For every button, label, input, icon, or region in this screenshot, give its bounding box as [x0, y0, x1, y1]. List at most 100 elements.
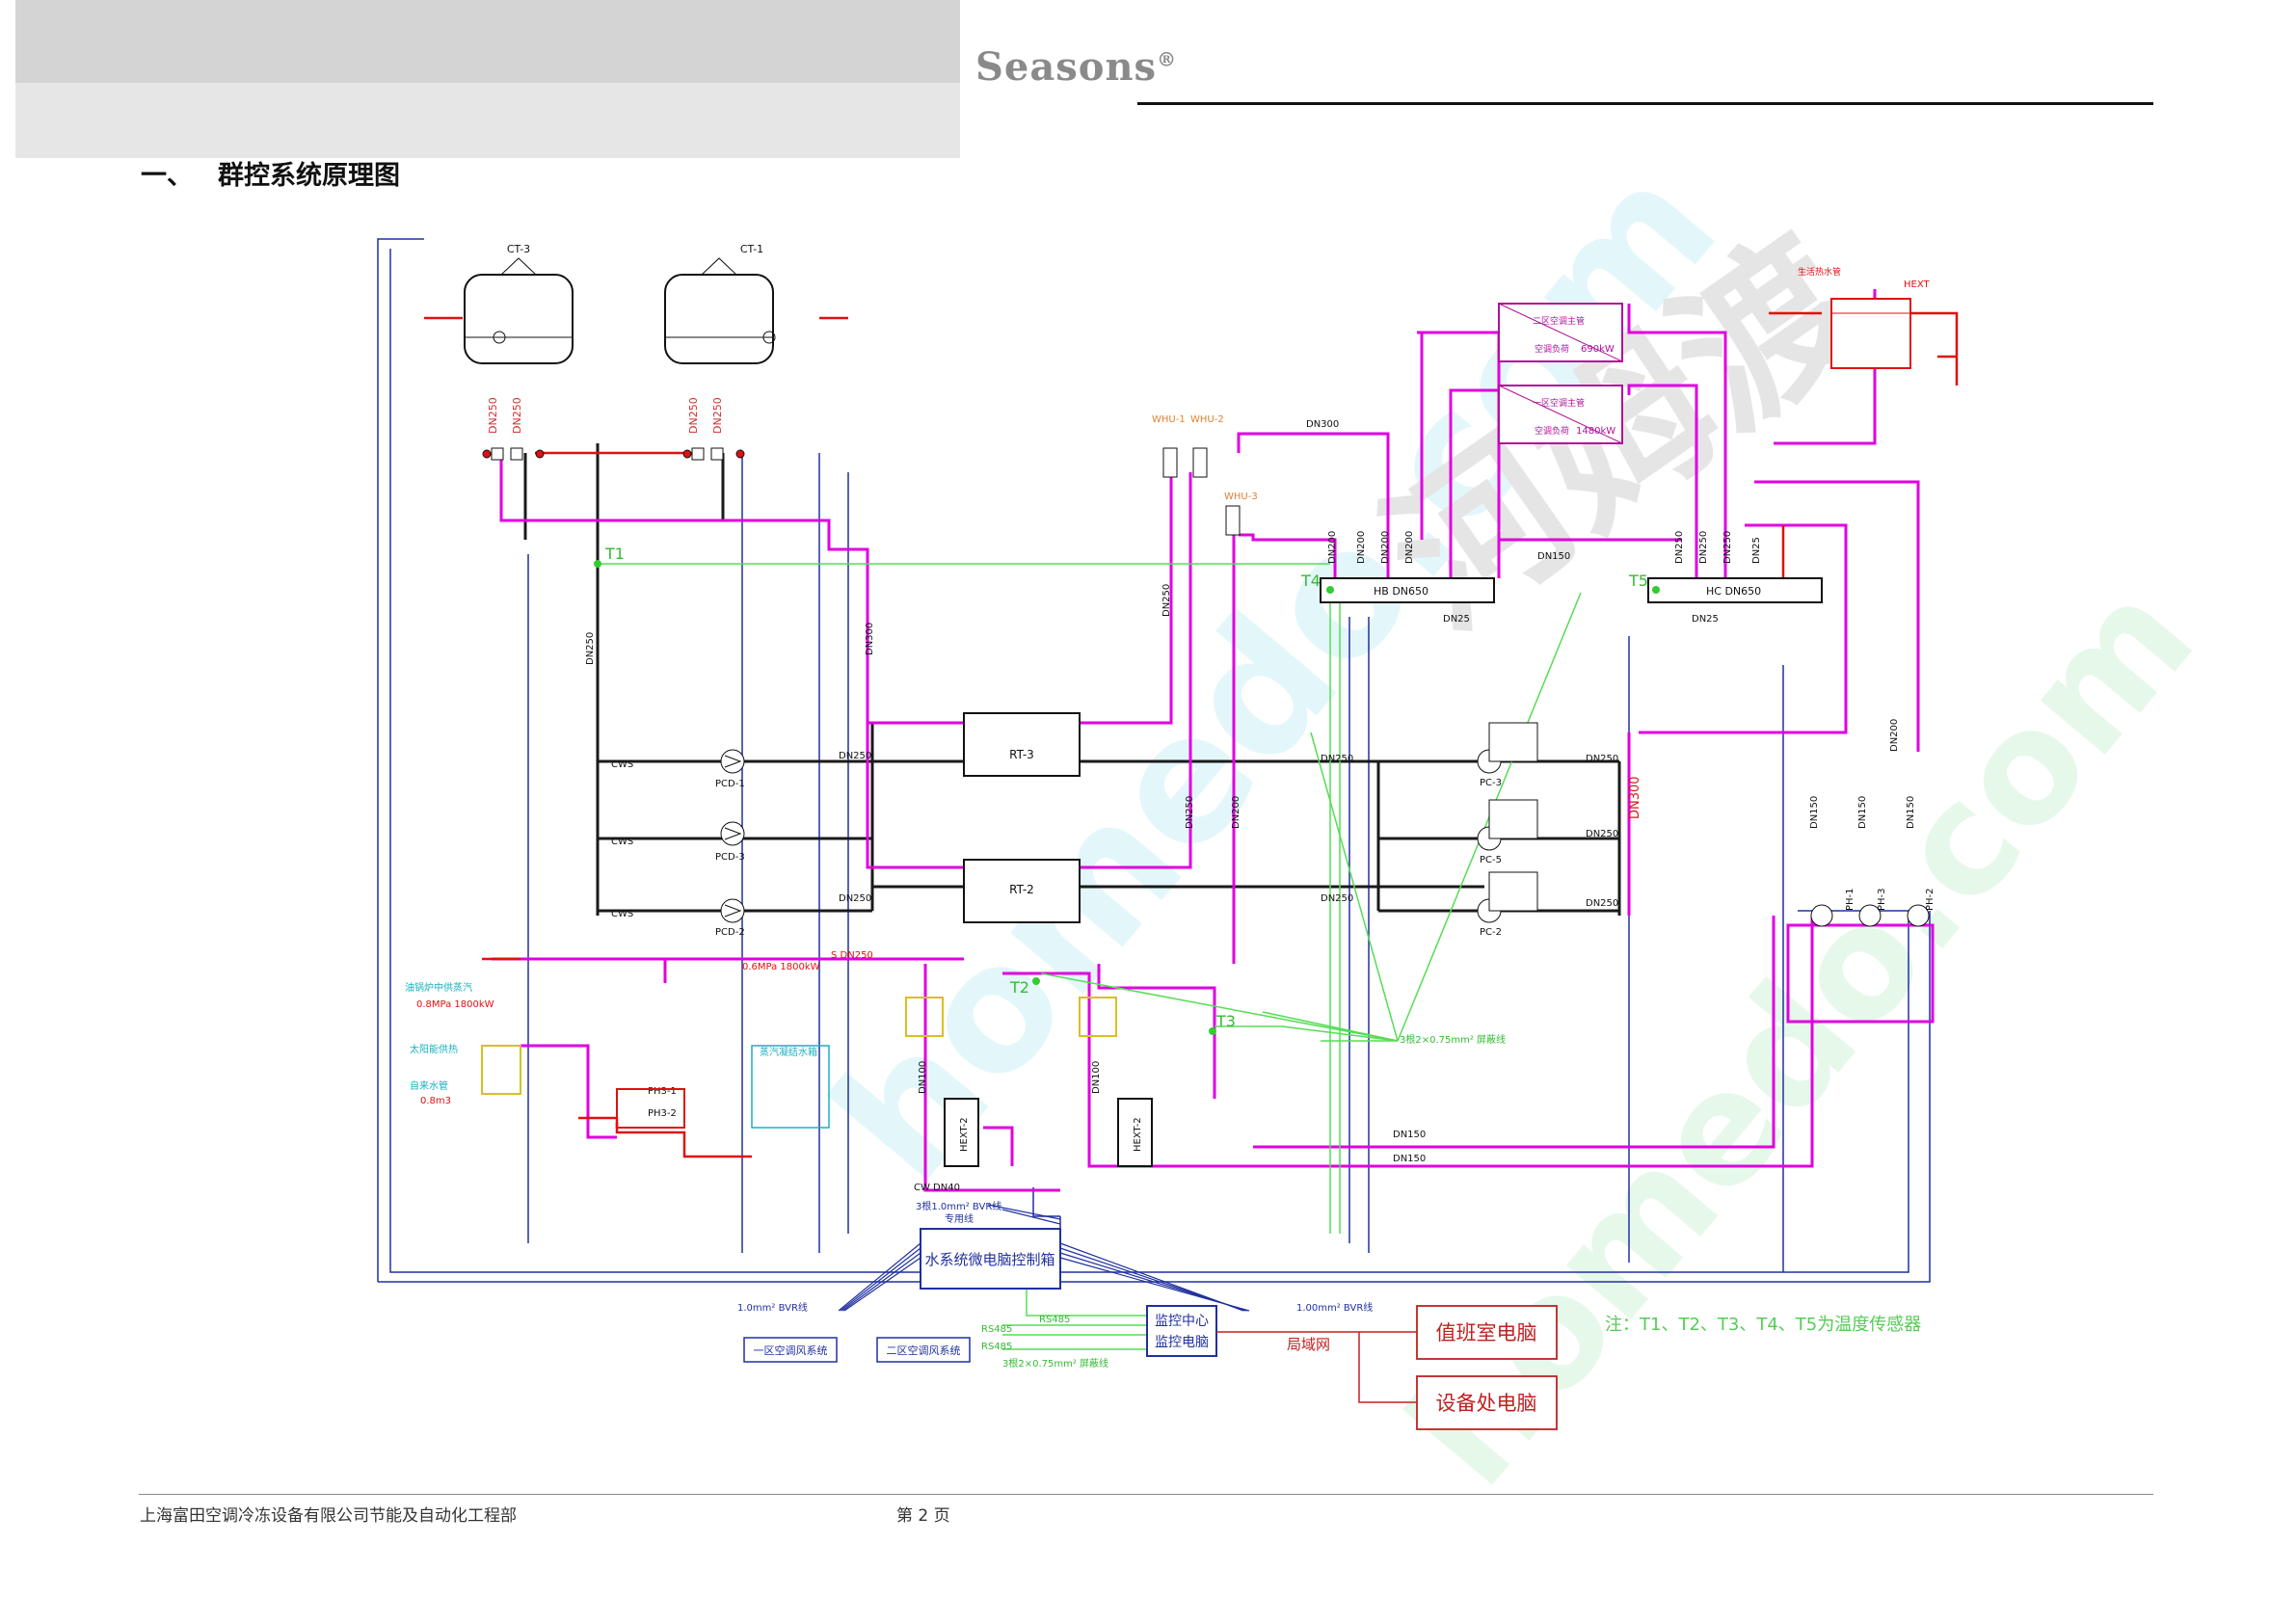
sensor-t5: T5	[1628, 572, 1648, 590]
hb-branch-1: DN200	[1327, 531, 1338, 564]
footer-rule	[139, 1494, 2153, 1495]
ahu1-note: 空调负荷	[1535, 425, 1569, 437]
sensor-cable-bottom: 3根2×0.75mm² 屏蔽线	[1002, 1357, 1108, 1370]
header-hc: HC DN650	[1647, 577, 1823, 603]
expansion-tank-label: 蒸汽凝结水箱	[760, 1046, 817, 1058]
whu1-label: WHU-1	[1152, 414, 1186, 425]
lan-wiring	[1216, 1331, 1417, 1403]
dn200-right: DN200	[1889, 719, 1900, 752]
hc-branch-2: DN250	[1698, 531, 1709, 564]
brand-logo: Seasons®	[975, 44, 1177, 90]
condenser-pumps	[720, 749, 745, 923]
watermark-site-2: homedo.com	[1374, 549, 2228, 1519]
pipe-size-labels: DN250 DN250 DN250 DN250 DN250 DN250 DN25…	[585, 584, 1642, 1193]
rs485-b: RS485	[981, 1324, 1012, 1335]
pipe-dn250-v: DN250	[585, 632, 596, 665]
pipe-dn100-b: DN100	[1091, 1061, 1102, 1094]
ahu2-load: 690kW	[1581, 344, 1615, 355]
hot-pipe-2: DN150	[1857, 796, 1868, 829]
cable-label: 专用线	[945, 1212, 974, 1225]
whu-units: WHU-1 WHU-2 WHU-3 DN300	[1152, 414, 1339, 502]
lan-label: 局域网	[1287, 1336, 1330, 1353]
steam-sources: 油锅炉中供蒸汽 0.8MPa 1800kW 0.6MPa 1800kW 太阳能供…	[405, 962, 820, 1119]
ph3-1: PH3-1	[648, 1086, 677, 1097]
watermark-site: homedo.com	[795, 128, 1755, 1217]
ph3-label: PH-3	[1877, 888, 1887, 911]
condenser-pump-labels: PCD-1 PCD-3 PCD-2 CWS CWS CWS	[611, 759, 745, 938]
whu2-label: WHU-2	[1190, 414, 1224, 425]
ph2-label: PH-2	[1925, 888, 1936, 911]
pipe-dn250-d: DN250	[1321, 893, 1353, 904]
steam-source: 油锅炉中供蒸汽	[405, 981, 472, 994]
whu3-label: WHU-3	[1224, 492, 1258, 502]
pipe-dn40: CW DN40	[914, 1183, 960, 1193]
dn25-hc: DN25	[1692, 614, 1719, 625]
section-title: 群控系统原理图	[218, 161, 400, 191]
hext-top-note: 生活热水管	[1798, 266, 1841, 278]
steam-source-spec: 0.8MPa 1800kW	[416, 999, 494, 1010]
sensor-t1: T1	[604, 545, 625, 563]
condenser-water-piping	[523, 443, 1621, 916]
pipe-dn250-f: DN250	[1586, 829, 1618, 839]
pipe-dn200-low: DN200	[1231, 796, 1241, 829]
pipe-dn100-a: DN100	[918, 1061, 928, 1094]
monitor-line1: 监控中心	[1155, 1314, 1209, 1329]
tower-valves	[482, 447, 745, 461]
control-wiring	[377, 238, 1931, 1283]
cable-left: 1.0mm² BVR线	[737, 1301, 808, 1314]
tower-pipe-1: DN250	[487, 397, 499, 434]
chilled-pump-labels: PC-3 PC-5 PC-2	[1480, 778, 1502, 938]
pcd2-label: PCD-2	[715, 927, 745, 938]
hext-top-label: HEXT	[1904, 279, 1931, 290]
chilled-water-piping	[492, 289, 1935, 1192]
chiller-rt2: RT-2	[963, 859, 1081, 923]
equip-pc: 设备处电脑	[1416, 1375, 1558, 1430]
ahu-system-1-label: 一区空调风系统	[754, 1344, 828, 1357]
control-panel: 水系统微电脑控制箱	[920, 1228, 1061, 1290]
temperature-sensors: T1 T2 T3 T4 T5	[594, 545, 1660, 1035]
pc5-label: PC-5	[1480, 855, 1502, 865]
pipe-dn250-b: DN250	[839, 893, 871, 904]
tower-pipe-labels: DN250 DN250 DN250 DN250	[487, 397, 724, 434]
tower-pipe-2: DN250	[511, 397, 523, 434]
header-branch-labels: DN200 DN200 DN200 DN200 DN250 DN250 DN25…	[1327, 531, 1900, 752]
pipe-dn250-mid: DN250	[1161, 584, 1172, 617]
hc-branch-4: DN25	[1751, 537, 1762, 564]
monitor-line2: 监控电脑	[1155, 1335, 1209, 1350]
pcd1-label: PCD-1	[715, 779, 745, 789]
ahu2-note: 空调负荷	[1535, 343, 1569, 355]
hc-label: HC DN650	[1706, 585, 1761, 598]
brand-name: Seasons	[975, 44, 1158, 90]
pipe-dn250-low: DN250	[1185, 796, 1195, 829]
cable-labels: 3根1.0mm² BVR线 专用线 1.0mm² BVR线 1.00mm² BV…	[737, 1033, 1506, 1370]
sensor-t2: T2	[1009, 978, 1029, 997]
rs485-c: RS485	[981, 1342, 1012, 1352]
hb-branch-4: DN200	[1404, 531, 1415, 564]
duty-pc-label: 值班室电脑	[1436, 1321, 1537, 1344]
pipe-dn300-right: DN300	[1628, 776, 1642, 819]
section-heading: 一、群控系统原理图	[141, 154, 400, 192]
hext2-a: HEXT-2	[959, 1117, 970, 1152]
source-equipment	[481, 997, 1117, 1129]
hot-pump-labels: PH-1 PH-3 PH-2 DN150 DN150 DN150	[1809, 796, 1936, 911]
chiller-rt3: RT-3	[963, 712, 1081, 777]
hext-domestic: HEXT 生活热水管	[1798, 266, 1931, 369]
hb-label: HB DN650	[1374, 585, 1428, 598]
hb-branch-3: DN200	[1380, 531, 1391, 564]
pipe-dn300-v: DN300	[865, 623, 875, 655]
pipe-dn150-a: DN150	[1393, 1130, 1426, 1140]
ct3-label: CT-3	[507, 243, 530, 255]
sensor-t3: T3	[1215, 1012, 1236, 1030]
hot-pipe-3: DN150	[1906, 796, 1916, 829]
cooling-tower-ct1: CT-1	[664, 243, 776, 364]
pcd3-label: PCD-3	[715, 852, 745, 863]
dn150-bridge: DN150	[1537, 551, 1570, 562]
footer-company: 上海富田空调冷冻设备有限公司节能及自动化工程部	[140, 1506, 517, 1526]
whu-bodies	[1162, 447, 1241, 536]
ph3-2: PH3-2	[648, 1108, 677, 1119]
pc2-label: PC-2	[1480, 927, 1502, 938]
hot-water-pumps	[1810, 904, 1930, 927]
ct1-label: CT-1	[740, 243, 763, 255]
sensor-note: 注：T1、T2、T3、T4、T5为温度传感器	[1605, 1315, 1921, 1335]
cws-1: CWS	[611, 759, 633, 770]
